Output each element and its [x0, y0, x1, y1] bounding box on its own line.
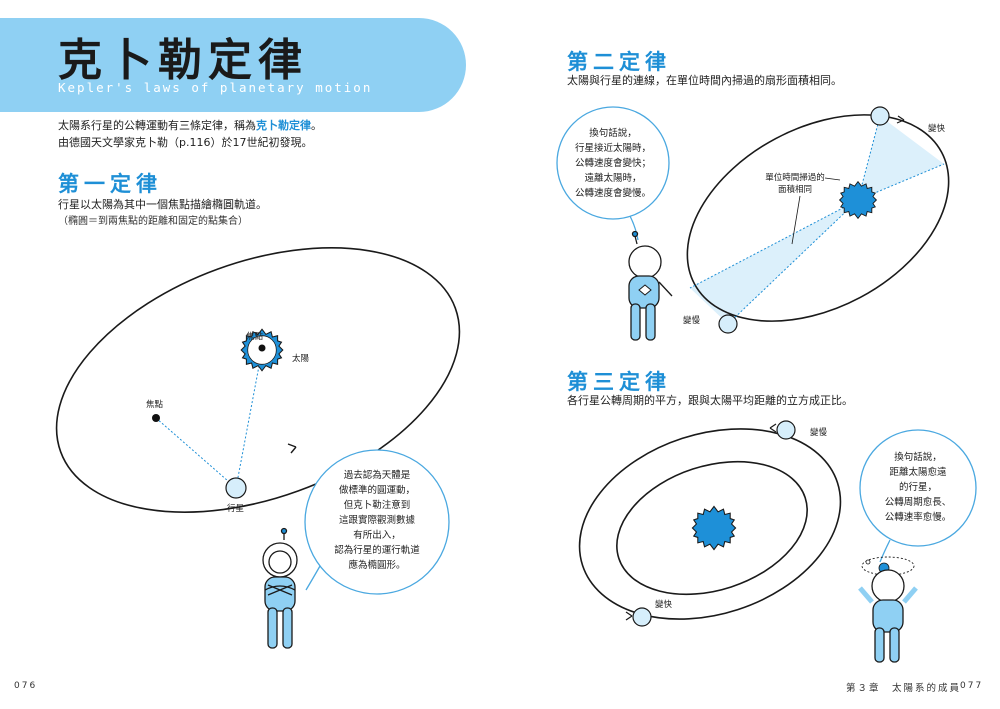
law3-label-slow: 變慢: [810, 428, 828, 438]
law3-planet-outer: [776, 420, 796, 440]
law3-description: 各行星公轉周期的平方，跟與太陽平均距離的立方成正比。: [567, 394, 853, 407]
law1-title: 第一定律: [58, 172, 162, 196]
law3-sun-icon: [691, 505, 737, 551]
astronaut-icon-2: [628, 230, 673, 341]
intro-paragraph: 太陽系行星的公轉運動有三條定律，稱為克卜勒定律。 由德國天文學家克卜勒（p.11…: [58, 117, 322, 151]
intro-line-2: 由德國天文學家克卜勒（p.116）於17世紀初發現。: [58, 136, 313, 149]
law2-label-pointer: [791, 195, 801, 245]
law2-bubble-text: 換句話說， 行星接近太陽時， 公轉速度會變快； 遠離太陽時， 公轉速度會變慢。: [574, 128, 651, 199]
law2-sun-icon: [838, 180, 878, 220]
law2-orbit: [686, 114, 950, 322]
law2-sweep-near: [858, 116, 944, 200]
law3-diagram: [578, 420, 977, 663]
page-title: 克卜勒定律: [58, 35, 308, 86]
header-band: [0, 18, 466, 112]
law2-speech-bubble: [556, 106, 670, 220]
law1-label-sun-focus: 焦點: [246, 332, 264, 342]
law2-sweep-far: [690, 200, 858, 324]
law2-description: 太陽與行星的連線，在單位時間內掃過的扇形面積相同。: [567, 74, 842, 87]
law3-label-fast: 變快: [655, 600, 673, 610]
law1-focus-dot: [152, 414, 160, 422]
astronaut-icon-3: [858, 556, 918, 663]
law1-orbit: [55, 247, 461, 513]
law1-note: （橢圓＝到兩焦點的距離和固定的點集合）: [58, 216, 248, 227]
law3-orbit-outer: [578, 428, 842, 620]
law3-orbit-inner: [616, 460, 808, 596]
law3-planet-inner: [632, 607, 652, 627]
law1-sun-focus-dot: [258, 344, 266, 352]
law1-line-sun-planet: [235, 349, 263, 489]
highlight-kepler-laws: 克卜勒定律: [256, 119, 311, 132]
page-subtitle: Kepler's laws of planetary motion: [58, 80, 373, 95]
law1-label-sun: 太陽: [292, 354, 310, 364]
law1-line-focus-planet: [155, 417, 237, 489]
law2-planet-slow: [718, 314, 738, 334]
law1-bubble-tail: [305, 565, 321, 591]
law1-planet-icon: [225, 477, 247, 499]
law3-bubble-text: 換句話說， 距離太陽愈遠 的行星， 公轉周期愈長、 公轉速率愈慢。: [884, 452, 952, 523]
law2-planet-fast: [870, 106, 890, 126]
chapter-label: 第３章 太陽系的成員: [846, 683, 962, 694]
law1-diagram: [55, 247, 461, 649]
law1-bubble-text: 過去認為天體是 做標準的圓運動， 但克卜勒注意到 這跟實際觀測數據 有所出入， …: [334, 470, 420, 571]
law1-speech-bubble: [304, 449, 450, 595]
law3-title: 第三定律: [567, 370, 671, 394]
law2-diagram: [556, 106, 950, 341]
law1-orbit-arrow: [287, 443, 297, 454]
law2-label-area: 單位時間掃過的 面積相同: [765, 173, 825, 195]
law2-label-slow: 變慢: [683, 316, 701, 326]
right-page-number: 077: [960, 681, 984, 691]
law1-label-focus: 焦點: [146, 400, 164, 410]
left-page-number: 076: [14, 681, 38, 691]
law2-label-fast: 變快: [928, 124, 946, 134]
astronaut-icon-1: [262, 527, 298, 649]
law1-description: 行星以太陽為其中一個焦點描繪橢圓軌道。: [58, 198, 267, 211]
law3-speech-bubble: [859, 429, 977, 547]
law1-label-planet: 行星: [227, 504, 245, 514]
intro-line-1: 太陽系行星的公轉運動有三條定律，稱為克卜勒定律。: [58, 119, 322, 132]
law2-title: 第二定律: [567, 50, 671, 74]
